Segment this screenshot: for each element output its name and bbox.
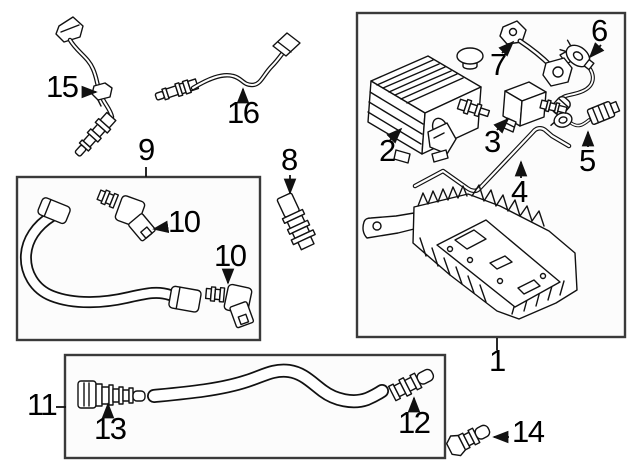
part-2-vapor-canister [367, 55, 491, 164]
callout-8: 8 [281, 142, 298, 177]
callout-arrow-7 [498, 40, 515, 57]
canister-grommet [456, 47, 484, 70]
callout-2: 2 [379, 133, 396, 168]
callout-6: 6 [591, 13, 608, 48]
callout-13: 13 [94, 411, 127, 446]
part-5-sensor-cable [550, 100, 621, 128]
callout-5: 5 [579, 143, 596, 178]
callout-10-lower: 10 [214, 238, 247, 273]
callout-arrow-3 [493, 117, 510, 134]
callout-9: 9 [138, 132, 155, 167]
callout-12: 12 [398, 405, 431, 440]
part-14-fitting [445, 424, 491, 457]
callout-arrow-2 [386, 127, 403, 144]
part-10-connector-lower [204, 283, 255, 329]
callout-arrow-6 [588, 42, 605, 59]
callout-15: 15 [46, 69, 79, 104]
part-9-hose [19, 197, 202, 313]
callout-3: 3 [484, 124, 501, 159]
callout-arrow-10a [152, 220, 170, 234]
part-3-purge-valve [502, 81, 568, 133]
part-1-mounting-bracket [362, 184, 578, 320]
part-12-fitting [387, 368, 435, 402]
part-4-tube [412, 126, 572, 194]
part-10-connector-upper [96, 189, 156, 242]
part-16-oxygen-sensor [154, 32, 301, 101]
callout-4: 4 [511, 174, 528, 209]
callout-7: 7 [490, 47, 507, 82]
part-13-fitting [77, 380, 146, 409]
part-11-hose [147, 363, 389, 409]
part-8-sensor [276, 192, 316, 251]
part-15-oxygen-sensor [55, 16, 117, 157]
callout-11: 11 [27, 387, 58, 422]
callout-1: 1 [489, 343, 506, 378]
callout-14: 14 [512, 414, 545, 449]
callout-16: 16 [227, 95, 260, 130]
callout-arrows [56, 40, 605, 444]
callout-10-upper: 10 [168, 204, 201, 239]
